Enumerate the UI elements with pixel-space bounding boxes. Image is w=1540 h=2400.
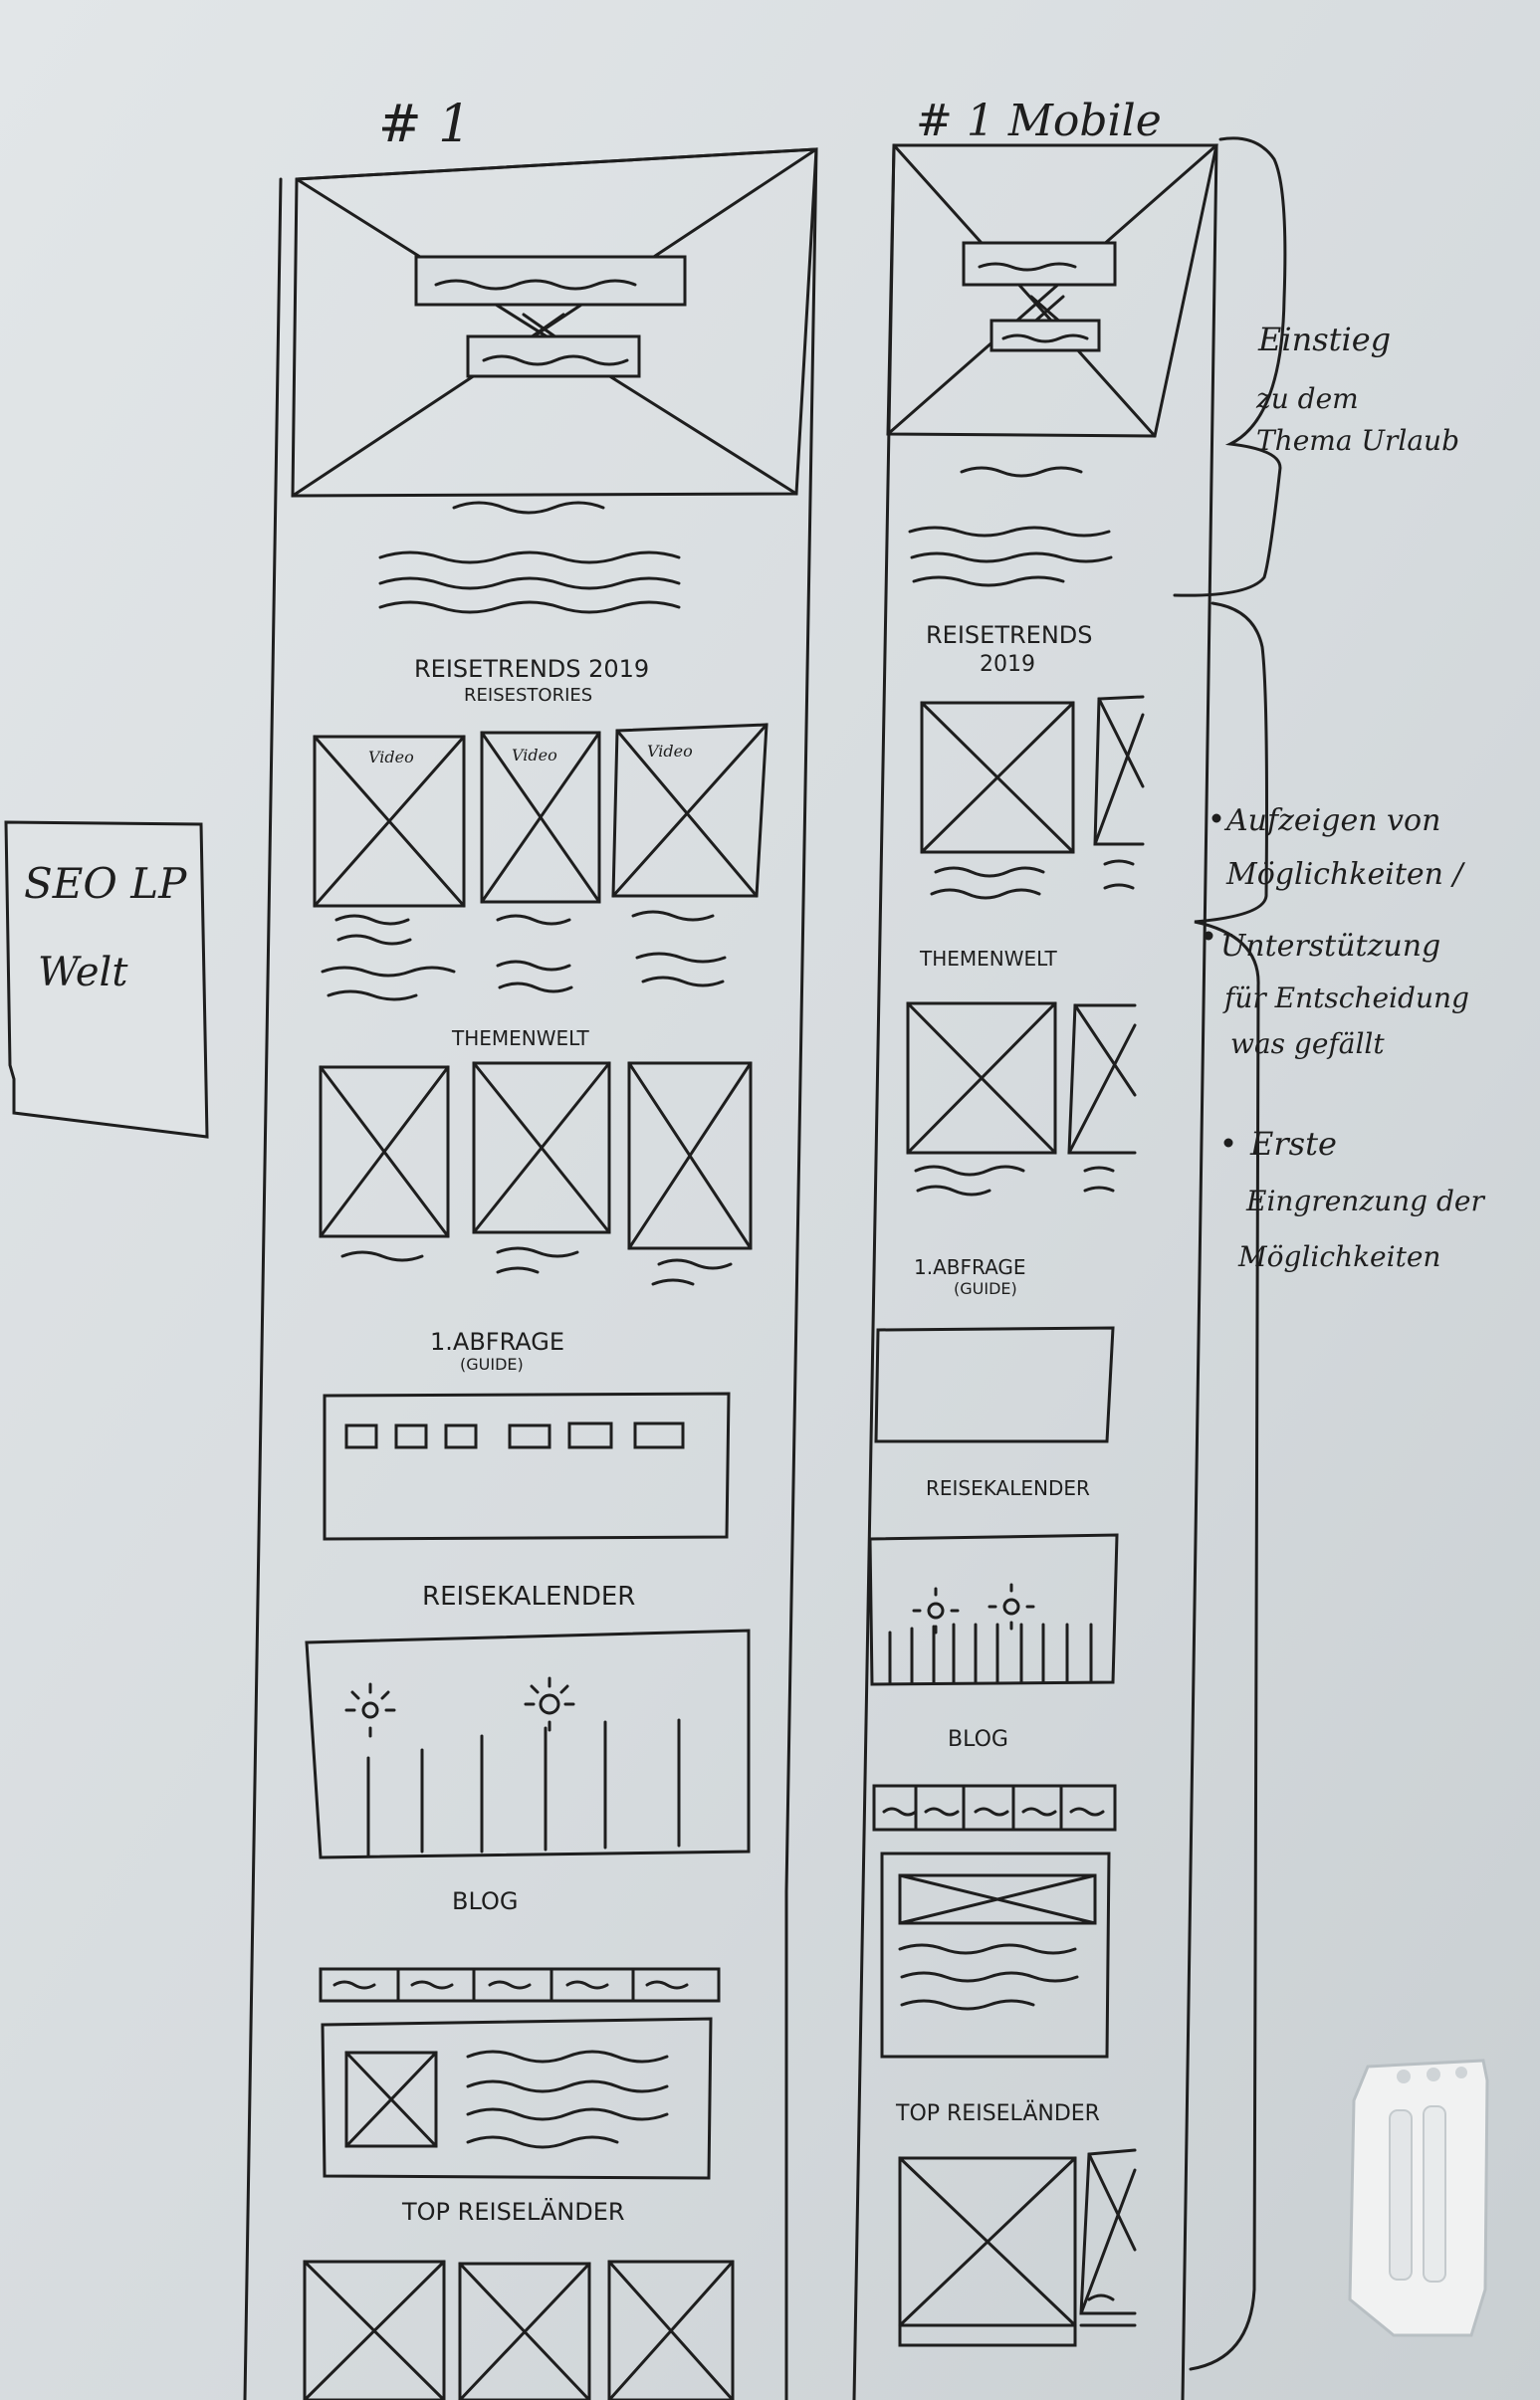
mobile-top-countries	[898, 2148, 1137, 2347]
desktop-card-tag-2: Video	[512, 746, 557, 764]
desktop-section-kalender: REISEKALENDER	[422, 1582, 635, 1612]
desktop-section-abfrage: 1.ABFRAGE	[430, 1328, 564, 1356]
desktop-card-tag-3: Video	[647, 742, 693, 761]
mobile-blog	[872, 1784, 1117, 2059]
desktop-blog	[319, 1967, 721, 2180]
desktop-hero-image	[291, 147, 818, 498]
note-top-line2: zu dem	[1255, 382, 1359, 415]
note-bullet2-line3: was gefällt	[1230, 1027, 1385, 1060]
mobile-section-blog: BLOG	[948, 1727, 1008, 1752]
sticky-note	[4, 820, 209, 1139]
desktop-calendar	[305, 1629, 751, 1859]
desktop-intro-text	[378, 501, 681, 614]
desktop-section-top: TOP REISELÄNDER	[401, 2197, 625, 2226]
mobile-section-abfrage: 1.ABFRAGE	[914, 1255, 1026, 1279]
brace-bottom	[1189, 601, 1268, 2371]
sticky-note-line1: SEO LP	[24, 859, 187, 908]
brace-top	[1173, 136, 1287, 597]
desktop-card-tag-1: Video	[368, 748, 414, 766]
desktop-themen-cards	[319, 1061, 753, 1286]
desktop-wireframe	[243, 147, 818, 2400]
mobile-section-guide: (GUIDE)	[954, 1279, 1017, 1298]
note-bullet1-line1: Aufzeigen von	[1223, 803, 1440, 838]
marker-holder	[1348, 2059, 1489, 2337]
note-bullet1-line2: Möglichkeiten /	[1225, 857, 1465, 892]
mobile-intro-text	[908, 466, 1113, 587]
desktop-section-guide: (GUIDE)	[460, 1355, 524, 1374]
mobile-calendar	[868, 1533, 1119, 1686]
mobile-section-trends-1: REISETRENDS	[926, 621, 1092, 649]
mobile-heading: # 1 Mobile	[916, 96, 1162, 146]
desktop-section-themen: THEMENWELT	[451, 1026, 590, 1050]
note-bullet2-line2: für Entscheidung	[1222, 982, 1469, 1014]
desktop-guide-box	[323, 1392, 731, 1541]
note-top-line1: Einstieg	[1257, 321, 1391, 358]
sticky-note-line2: Welt	[38, 950, 128, 995]
mobile-trend-cards	[920, 695, 1145, 900]
note-bullet3-line1: Erste	[1249, 1125, 1337, 1163]
desktop-trend-cards	[313, 723, 769, 1001]
note-bullet2-line1: Unterstützung	[1220, 929, 1440, 964]
mobile-section-trends-2: 2019	[980, 652, 1035, 677]
desktop-heading: # 1	[378, 95, 471, 154]
bullet-2	[1204, 931, 1213, 941]
note-bullet3-line2: Eingrenzung der	[1245, 1185, 1485, 1217]
mobile-themen-cards	[906, 1001, 1137, 1197]
bullet-3	[1223, 1138, 1233, 1148]
bullet-1	[1211, 813, 1221, 823]
note-top-line3: Thema Urlaub	[1256, 424, 1459, 457]
note-bullet3-line3: Möglichkeiten	[1237, 1240, 1440, 1273]
mobile-guide-box	[874, 1326, 1115, 1443]
mobile-section-top: TOP REISELÄNDER	[895, 2100, 1100, 2126]
desktop-top-countries	[303, 2260, 735, 2400]
mobile-wireframe	[852, 143, 1218, 2400]
desktop-section-stories: REISESTORIES	[464, 685, 592, 706]
desktop-section-blog: BLOG	[452, 1887, 518, 1915]
mobile-section-themen: THEMENWELT	[919, 947, 1058, 971]
mobile-section-kalender: REISEKALENDER	[926, 1476, 1090, 1500]
desktop-section-trends: REISETRENDS 2019	[414, 655, 649, 683]
mobile-hero-image	[886, 143, 1218, 438]
